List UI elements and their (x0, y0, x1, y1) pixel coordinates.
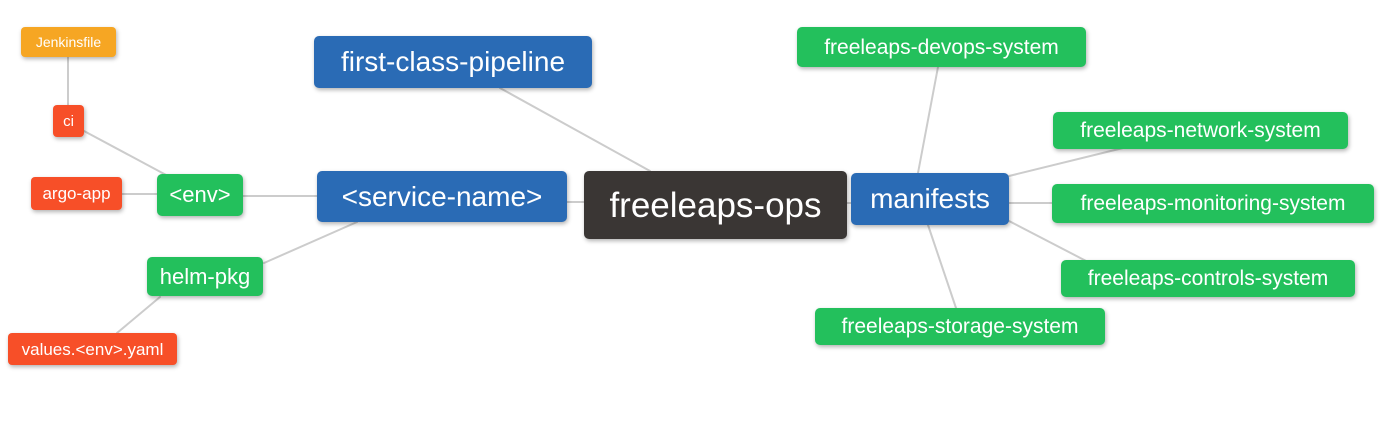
edge-values-helm-pkg (116, 296, 161, 334)
edge-helm-pkg-service-name (263, 221, 358, 264)
node-argo-app[interactable]: argo-app (31, 177, 122, 210)
node-first-class-pipeline[interactable]: first-class-pipeline (314, 36, 592, 88)
node-helm-pkg[interactable]: helm-pkg (147, 257, 263, 296)
node-controls-system[interactable]: freeleaps-controls-system (1061, 260, 1355, 297)
node-network-system[interactable]: freeleaps-network-system (1053, 112, 1348, 149)
edge-ci-env (83, 130, 169, 177)
edge-manifests-controls (1008, 220, 1091, 264)
node-env[interactable]: <env> (157, 174, 243, 216)
edge-pipeline-ops (499, 87, 651, 172)
edge-manifests-network (1008, 147, 1124, 177)
node-monitoring-system[interactable]: freeleaps-monitoring-system (1052, 184, 1374, 223)
node-manifests[interactable]: manifests (851, 173, 1009, 225)
node-devops-system[interactable]: freeleaps-devops-system (797, 27, 1086, 67)
edge-manifests-devops (917, 66, 939, 174)
node-service-name[interactable]: <service-name> (317, 171, 567, 222)
node-values-env-yaml[interactable]: values.<env>.yaml (8, 333, 177, 365)
edge-manifests-storage (927, 224, 957, 309)
node-freeleaps-ops-root[interactable]: freeleaps-ops (584, 171, 847, 239)
node-storage-system[interactable]: freeleaps-storage-system (815, 308, 1105, 345)
node-jenkinsfile[interactable]: Jenkinsfile (21, 27, 116, 57)
node-ci[interactable]: ci (53, 105, 84, 137)
